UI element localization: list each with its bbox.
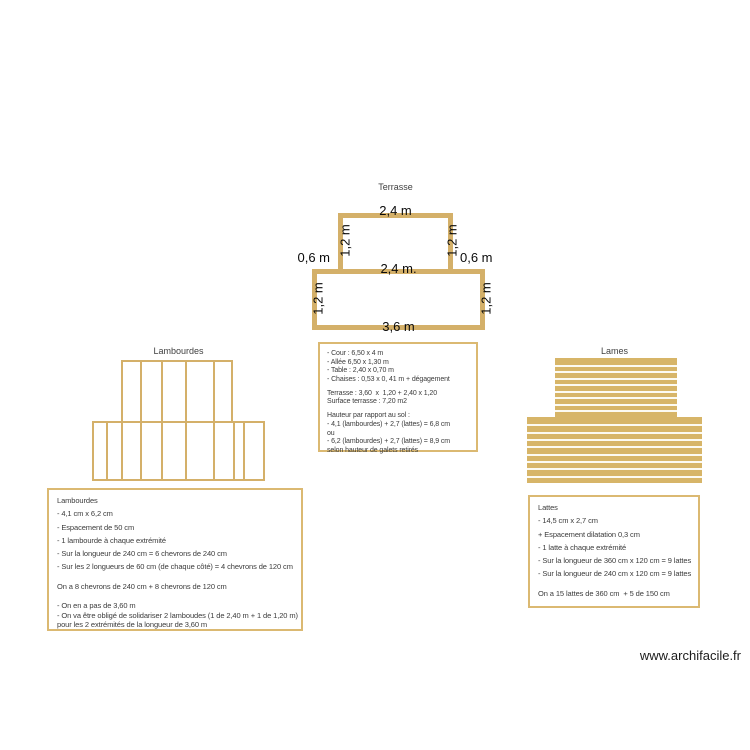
note-line: - 4,1 cm x 6,2 cm	[57, 509, 113, 519]
note-line: - Sur la longueur de 240 cm x 120 cm = 9…	[538, 569, 692, 579]
dim-label-right-offset: 0,6 m	[460, 250, 493, 265]
board-gap-line	[527, 468, 702, 471]
lambourdes-diagram-lower[interactable]	[92, 421, 265, 481]
joist-line	[121, 362, 123, 421]
joist-line	[213, 362, 215, 421]
lames-title[interactable]: Lames	[600, 346, 628, 356]
board-gap-line	[555, 403, 677, 406]
joist-line	[140, 362, 142, 421]
joist-line	[92, 423, 94, 479]
note-line: - 4,1 (lambourdes) + 2,7 (lattes) = 6,8 …	[327, 420, 451, 428]
board-gap-line	[555, 397, 677, 400]
note-line: pour les 2 extrémités de la longueur de …	[57, 620, 208, 630]
note-line: Hauteur par rapport au sol :	[327, 412, 410, 420]
note-line: - Sur la longueur de 240 cm = 6 chevrons…	[57, 549, 227, 558]
board-gap-line	[527, 461, 702, 463]
board-gap-line	[555, 371, 677, 374]
joist-line	[185, 362, 187, 421]
note-line: ou	[327, 429, 335, 437]
board-gap-line	[527, 453, 702, 456]
note-line: Lattes	[538, 503, 558, 512]
board-gap-line	[555, 390, 677, 393]
board-gap-line	[527, 424, 702, 427]
joist-line	[233, 423, 235, 479]
note-line: - 1 lambourde à chaque extrémité	[57, 535, 166, 545]
note-line: - Espacement de 50 cm	[57, 522, 135, 532]
note-line: - 6,2 (lambourdes) + 2,7 (lattes) = 8,9 …	[327, 438, 451, 446]
note-line: - Table : 2,40 x 0,70 m	[327, 367, 394, 375]
joist-line	[185, 423, 187, 479]
lames-diagram-lower[interactable]	[527, 417, 702, 483]
terrasse-title[interactable]: Terrasse	[378, 182, 413, 192]
joist-line	[243, 423, 245, 479]
note-line: Lambourdes	[57, 496, 98, 505]
note-line: - Sur les 2 longueurs de 60 cm (de chaqu…	[57, 562, 293, 572]
note-line: On a 15 lattes de 360 cm + 5 de 150 cm	[538, 588, 670, 598]
joist-line	[140, 423, 142, 479]
joist-line	[106, 423, 108, 479]
board-gap-line	[555, 377, 677, 380]
notes-box-lattes[interactable]: Lattes - 14,5 cm x 2,7 cm + Espacement dil…	[528, 495, 700, 608]
board-gap-line	[527, 446, 702, 449]
note-line: Surface terrasse : 7,20 m2	[327, 398, 407, 406]
board-gap-line	[555, 384, 677, 387]
notes-box-center[interactable]: - Cour : 6,50 x 4 m- Allée 6,50 x 1,30 m…	[318, 342, 478, 454]
dim-label-top-width: 2,4 m	[379, 203, 412, 218]
note-line: - Chaises : 0,53 x 0, 41 m + dégagement	[327, 376, 450, 384]
lames-diagram-upper[interactable]	[555, 358, 677, 417]
notes-box-lambourdes[interactable]: Lambourdes - 4,1 cm x 6,2 cm - Espacement …	[47, 488, 303, 631]
dim-label-bottom-width: 3,6 m	[382, 319, 415, 334]
dim-label-lower-right-height: 1,2 m	[478, 282, 494, 315]
note-line: On a 8 chevrons de 240 cm + 8 chevrons d…	[57, 581, 227, 591]
dim-label-middle-width: 2,4 m.	[380, 261, 417, 276]
note-line: - On va être obligé de solidariser 2 lam…	[57, 610, 298, 620]
note-line: + Espacement dilatation 0,3 cm	[538, 529, 640, 539]
board-gap-line	[527, 431, 702, 434]
archifacile-watermark: www.archifacile.fr	[639, 648, 741, 663]
note-line: - Allée 6,50 x 1,30 m	[327, 358, 389, 366]
note-line: - Cour : 6,50 x 4 m	[327, 350, 384, 357]
joist-line	[263, 423, 265, 479]
lambourdes-diagram-upper[interactable]	[121, 360, 233, 421]
joist-line	[161, 362, 163, 421]
terrasse-room-lower[interactable]	[312, 269, 485, 330]
joist-line	[121, 423, 123, 479]
dim-label-left-offset: 0,6 m	[297, 250, 330, 265]
joist-line	[213, 423, 215, 479]
note-line: - 14,5 cm x 2,7 cm	[538, 516, 598, 526]
note-line: selon hauteur de galets retirés	[327, 446, 419, 454]
dim-label-lower-left-height: 1,2 m	[310, 282, 326, 315]
note-line: - On en a pas de 3,60 m	[57, 600, 136, 610]
note-line: - 1 latte à chaque extrémité	[538, 542, 627, 552]
board-gap-line	[527, 439, 702, 441]
joist-line	[231, 362, 233, 421]
joist-line	[161, 423, 163, 479]
board-gap-line	[527, 475, 702, 478]
note-line: - Sur la longueur de 360 cm x 120 cm = 9…	[538, 556, 692, 565]
terrasse-room-upper[interactable]	[338, 213, 453, 274]
board-gap-line	[555, 410, 677, 413]
note-line: Terrasse : 3,60 x 1,20 + 2,40 x 1,20	[327, 389, 438, 397]
lambourdes-title[interactable]: Lambourdes	[153, 346, 204, 356]
dim-label-upper-left-height: 1,2 m	[337, 224, 353, 257]
board-gap-line	[555, 364, 677, 367]
dim-label-upper-right-height: 1,2 m	[444, 224, 460, 257]
